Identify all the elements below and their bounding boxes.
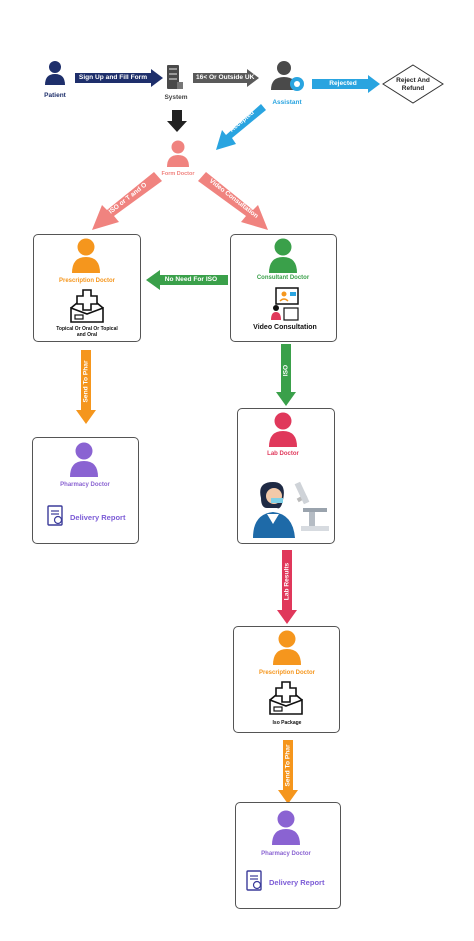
form-doctor-icon xyxy=(167,140,189,167)
delivery-report-2-label: Delivery Report xyxy=(269,878,325,887)
lab-doctor-icon xyxy=(269,412,297,447)
left-diagonal-arrow xyxy=(92,172,162,230)
delivery-report-1-label: Delivery Report xyxy=(70,513,126,522)
prescription-doctor-2-label: Prescription Doctor xyxy=(258,670,315,676)
assistant-icon xyxy=(271,61,304,91)
outside-uk-arrow-label: 16< Or Outside UK xyxy=(196,74,255,81)
signup-arrow xyxy=(75,69,163,87)
medical-box-icon-2 xyxy=(269,681,303,715)
prescription-doctor-1-icon xyxy=(72,238,100,273)
rejected-arrow-label: Rejected xyxy=(329,80,357,87)
reject-decision-diamond xyxy=(382,64,444,104)
no-need-iso-arrow xyxy=(146,270,228,290)
iso-arrow xyxy=(276,344,296,406)
send-pharm-arrow-2 xyxy=(278,740,298,804)
send-pharm-arrow-1 xyxy=(76,350,96,424)
form-doctor-label: Form Doctor xyxy=(161,171,195,177)
send-pharm-arrow-2-label: Send To Phar xyxy=(284,744,292,787)
medical-box-icon-1 xyxy=(70,289,104,323)
accepted-arrow xyxy=(216,104,266,150)
prescription-doctor-2-icon xyxy=(273,630,301,665)
prescription-2-detail: Iso Package xyxy=(272,720,302,726)
lab-results-arrow-label: Lab Results xyxy=(283,562,291,601)
system-down-arrow xyxy=(167,110,187,132)
pharmacy-doctor-1-icon xyxy=(70,442,98,477)
rejected-arrow xyxy=(312,75,380,93)
video-call-icon xyxy=(271,287,299,321)
pharmacy-doctor-2-label: Pharmacy Doctor xyxy=(261,851,311,857)
lab-doctor-label: Lab Doctor xyxy=(267,451,299,457)
prescription-doctor-1-label: Prescription Doctor xyxy=(58,278,115,284)
report-icon-1 xyxy=(47,505,63,526)
prescription-1-detail: Topical Or Oral Or Topical and Oral xyxy=(56,326,118,338)
server-icon xyxy=(167,65,183,89)
no-need-iso-arrow-label: No Need For ISO xyxy=(164,276,218,283)
right-diagonal-arrow xyxy=(198,172,268,230)
outside-uk-arrow xyxy=(193,69,259,87)
consultant-doctor-label: Consultant Doctor xyxy=(256,275,310,281)
video-consultation-label: Video Consultation xyxy=(253,324,317,331)
patient-label: Patient xyxy=(44,92,66,99)
system-label: System xyxy=(164,94,188,101)
pharmacy-doctor-2-icon xyxy=(272,810,300,845)
consultant-doctor-icon xyxy=(269,238,297,273)
iso-arrow-label: ISO xyxy=(282,364,290,377)
patient-icon xyxy=(45,61,65,85)
signup-arrow-label: Sign Up and Fill Form xyxy=(78,74,148,81)
report-icon-2 xyxy=(246,870,262,891)
reject-decision-label: Reject And Refund xyxy=(396,77,430,92)
pharmacy-doctor-1-label: Pharmacy Doctor xyxy=(60,482,110,488)
assistant-label: Assistant xyxy=(272,99,302,106)
lab-results-arrow xyxy=(277,550,297,624)
lab-scientist-illustration xyxy=(253,481,329,538)
send-pharm-arrow-1-label: Send To Phar xyxy=(82,360,90,403)
